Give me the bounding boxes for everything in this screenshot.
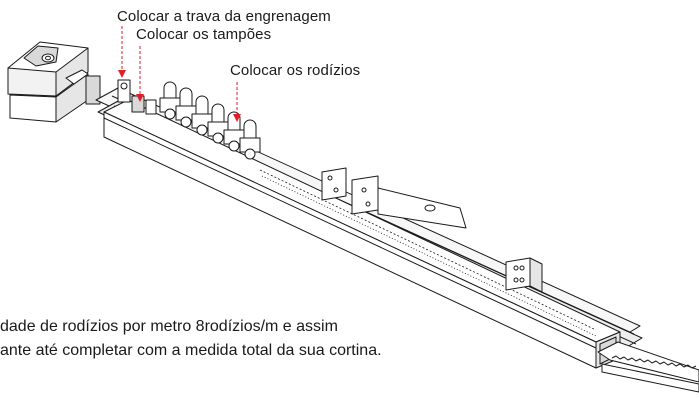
caption-line-2: ante até completar com a medida total da… [0,342,382,359]
motor-end-block [7,41,101,123]
mounting-bracket-2 [505,257,543,293]
arrowhead-rollers [233,114,241,122]
label-gear-lock: Colocar a trava da engrenagem [117,8,331,25]
rollers [159,81,261,160]
arrowhead-caps [136,94,144,102]
label-rollers: Colocar os rodízios [230,62,361,79]
label-caps: Colocar os tampões [136,26,272,43]
callout-arrows [121,26,238,116]
arrowhead-gear-lock [118,70,126,78]
drive-belt [597,341,699,393]
caption-line-1: dade de rodízios por metro 8rodízios/m e… [0,318,338,335]
gear-lock [117,79,157,115]
mounting-bracket-1 [321,167,467,229]
